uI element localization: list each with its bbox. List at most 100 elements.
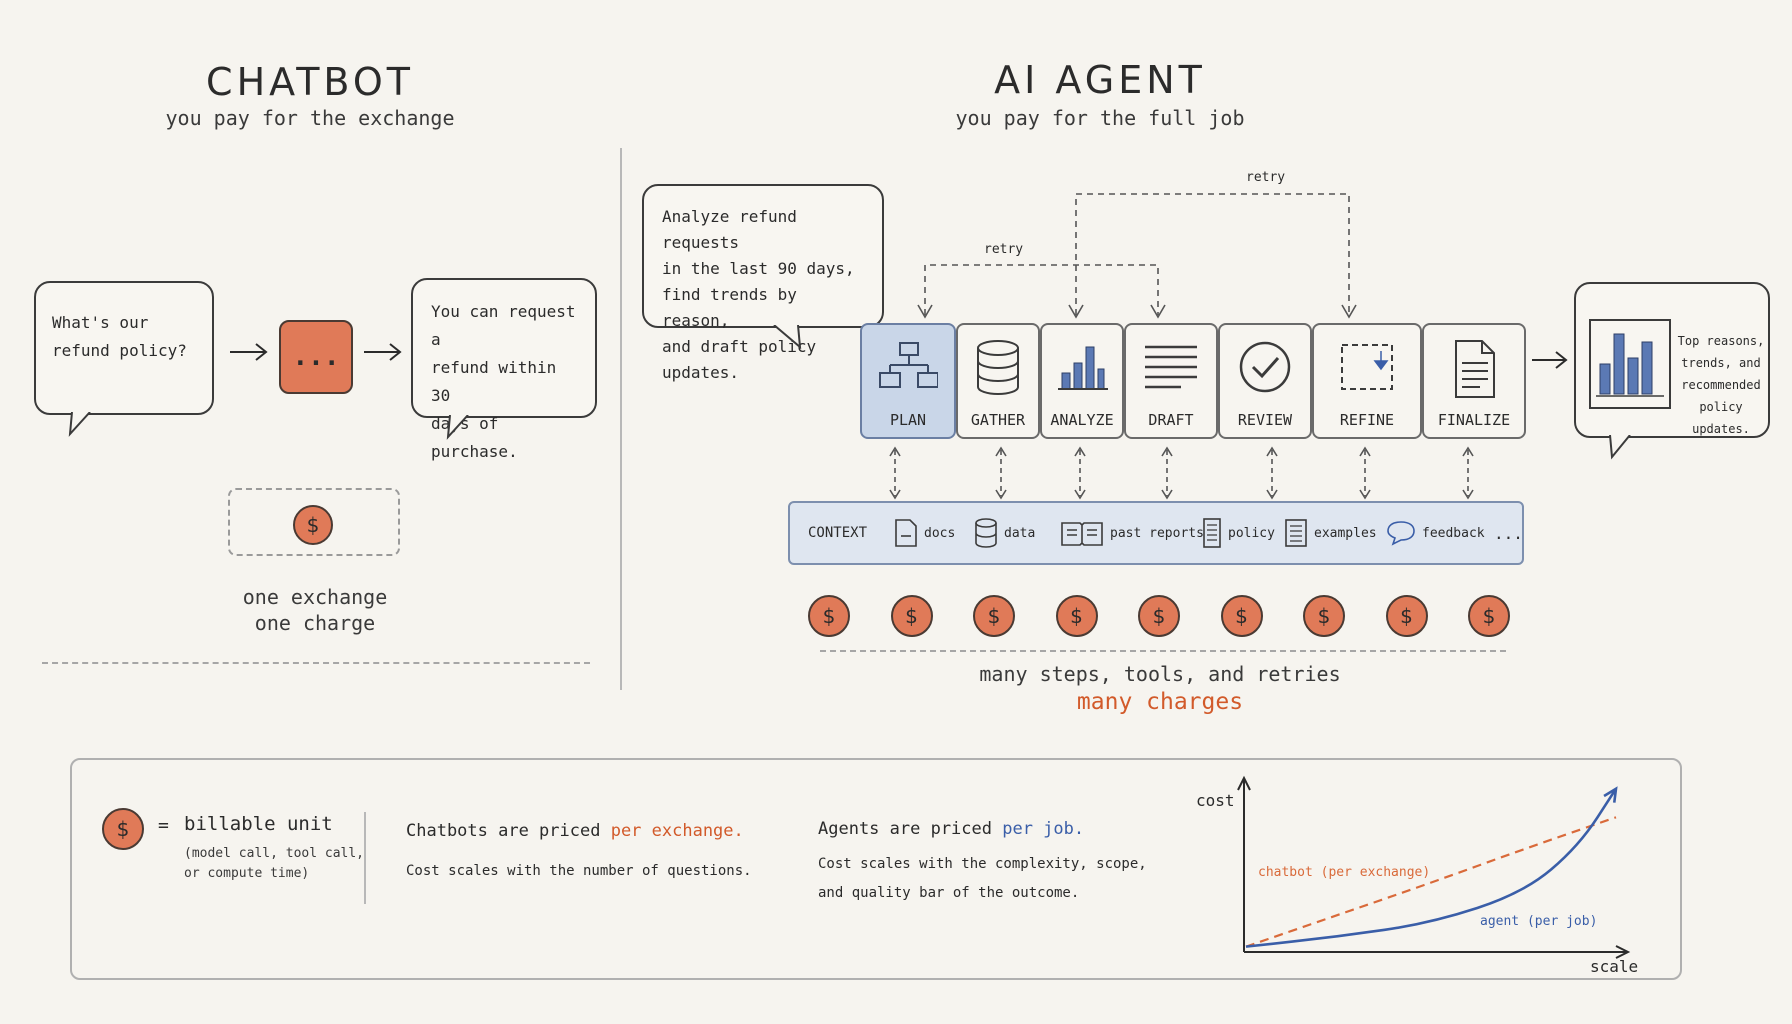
dollar-sign: $ [1152, 604, 1166, 628]
step-review: REVIEW [1218, 323, 1312, 439]
context-item-docs: docs [894, 503, 955, 563]
coin-icon: $ [1220, 595, 1263, 637]
step-label: REFINE [1339, 411, 1395, 429]
y-axis [1237, 775, 1251, 952]
coin-icon: $ [293, 505, 333, 545]
step-label: ANALYZE [1050, 411, 1114, 429]
coin-icon: $ [1138, 595, 1180, 637]
step-plan: PLAN [860, 323, 956, 439]
database-icon [977, 340, 1019, 395]
agent-caption-line2: many charges [1076, 689, 1244, 715]
agent-pricing-note-line: and quality bar of the outcome. [818, 885, 1080, 901]
step-finalize: FINALIZE [1422, 323, 1526, 439]
output-text: Top reasons, trends, and recommended pol… [1676, 330, 1766, 440]
agent-subtitle: you pay for the full job [955, 106, 1245, 130]
step-label: FINALIZE [1437, 411, 1511, 429]
dollar-sign: $ [822, 604, 836, 628]
context-more-text: ... [1494, 523, 1523, 543]
x-axis-label: scale [1590, 957, 1638, 976]
context-item-past-reports: past reports [1060, 503, 1204, 563]
retry-label: retry [1246, 170, 1286, 185]
output-line: policy updates. [1692, 400, 1750, 436]
database-icon [975, 518, 997, 548]
speech-icon [1387, 521, 1415, 546]
report-chart-icon [1589, 319, 1671, 409]
series-label-chatbot: chatbot (per exchange) [1258, 865, 1430, 880]
context-item-label: past reports [1110, 525, 1204, 541]
charge-coins: $ $ $ $ $ $ $ $ $ [808, 595, 1510, 639]
text-lines-icon [1145, 345, 1197, 389]
dollar-sign: $ [905, 604, 918, 628]
question-bubble-tail [68, 412, 91, 437]
cost-chart: cost scale chatbot (per exchange) agent … [1196, 775, 1638, 976]
answer-bubble-tail [446, 415, 469, 440]
document-icon [1455, 340, 1495, 398]
context-item-label: data [1004, 525, 1036, 541]
agent-pricing-prefix: Agents are priced [818, 819, 1003, 839]
chatbot-cost-line [1245, 816, 1617, 948]
agent-title: AI AGENT [994, 58, 1206, 102]
agent-pricing-note: Cost scales with the complexity, scope, … [818, 850, 1147, 908]
list-icon [1285, 519, 1307, 547]
dollar-sign: $ [1235, 604, 1248, 628]
context-more: ... [1494, 503, 1523, 563]
chatbot-caption-line1: one exchange [242, 585, 388, 609]
output-line: recommended [1681, 378, 1761, 392]
arrow-right-icon [1532, 351, 1568, 369]
chatbot-subtitle: you pay for the exchange [165, 106, 455, 130]
step-label: DRAFT [1148, 411, 1194, 429]
chatbot-pricing-emph: per exchange. [610, 821, 744, 841]
retry-label: retry [984, 242, 1024, 257]
context-item-label: docs [924, 525, 956, 541]
legend-panel [70, 758, 1682, 980]
context-item-label: policy [1228, 525, 1275, 541]
answer-line: You can request a [431, 302, 576, 349]
book-icon [1061, 522, 1103, 546]
flowchart-icon [879, 342, 938, 388]
divider [820, 650, 1506, 652]
context-label: CONTEXT [808, 503, 867, 563]
prompt-bubble: Analyze refund requests in the last 90 d… [642, 184, 884, 382]
output-bubble [1574, 282, 1770, 438]
legend-equals: = [158, 815, 169, 836]
legend-unit-label: billable unit [184, 813, 333, 835]
question-line: refund policy? [52, 341, 187, 360]
section-divider [620, 148, 622, 690]
context-bar: CONTEXT docs data past reports policy ex… [788, 501, 1524, 565]
context-label-text: CONTEXT [808, 525, 868, 541]
legend-unit-note-line: or compute time) [184, 866, 310, 881]
agent-caption-line1: many steps, tools, and retries [979, 662, 1341, 686]
prompt-line: in the last 90 days, [662, 259, 855, 278]
dollar-sign: $ [116, 817, 130, 841]
step-label: GATHER [970, 411, 1026, 429]
prompt-line: Analyze refund requests [662, 207, 797, 252]
step-label: PLAN [889, 411, 927, 429]
agent-cost-arrowhead [1603, 786, 1618, 803]
step-refine: REFINE [1312, 323, 1422, 439]
context-item-data: data [974, 503, 1035, 563]
dollar-sign: $ [1482, 604, 1496, 628]
coin-icon: $ [1303, 595, 1345, 637]
coin-icon: $ [973, 595, 1015, 637]
step-label: REVIEW [1237, 411, 1293, 429]
legend-unit-note-line: (model call, tool call, [184, 846, 365, 861]
legend-divider [364, 812, 366, 904]
context-item-examples: examples [1284, 503, 1377, 563]
answer-bubble: You can request a refund within 30 days … [411, 278, 597, 461]
agent-cost-line [1245, 788, 1618, 948]
legend-unit-note: (model call, tool call, or compute time) [184, 844, 364, 884]
context-item-feedback: feedback [1386, 503, 1485, 563]
context-item-label: feedback [1422, 525, 1485, 541]
chatbot-caption-line2: one charge [254, 611, 376, 635]
dollar-sign: $ [1070, 604, 1083, 628]
arrow-right-icon [230, 343, 268, 361]
chatbot-pricing-prefix: Chatbots are priced [406, 821, 611, 841]
y-axis-label: cost [1196, 791, 1235, 810]
thinking-dots: ... [292, 342, 340, 372]
coin-icon: $ [808, 595, 850, 637]
coin-icon: $ [1385, 595, 1428, 637]
series-label-agent: agent (per job) [1480, 914, 1597, 929]
coin-icon: $ [102, 808, 144, 850]
coin-icon: $ [1055, 595, 1098, 637]
output-line: Top reasons, [1677, 334, 1765, 348]
